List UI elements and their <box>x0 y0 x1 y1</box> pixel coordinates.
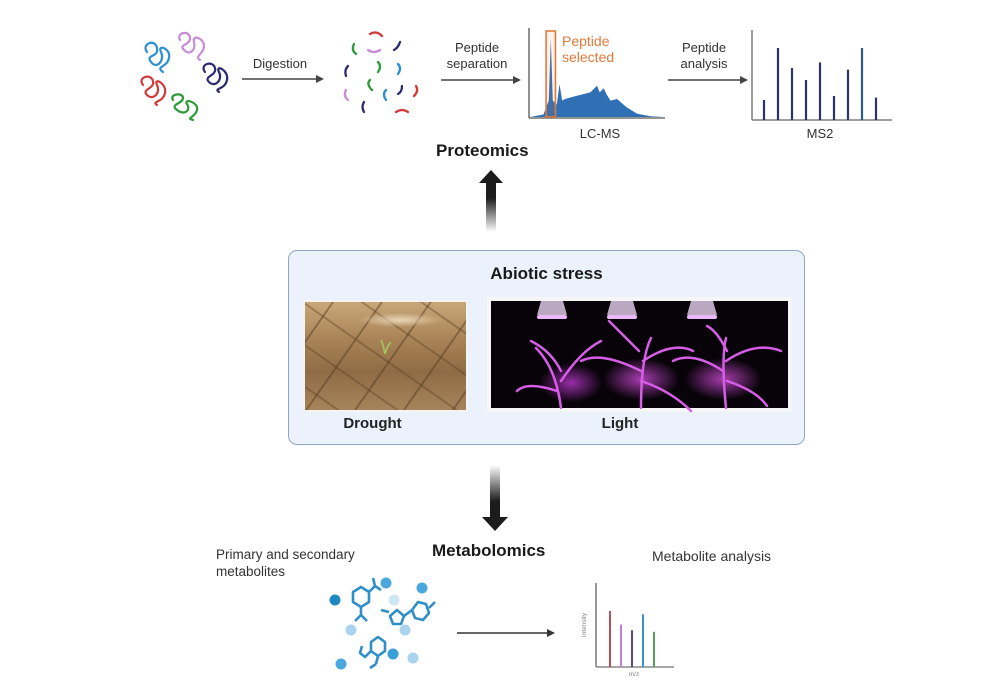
metabolomics-title: Metabolomics <box>432 541 546 560</box>
lcms-label: LC-MS <box>579 126 621 141</box>
metabolite-dot <box>335 658 347 670</box>
ms2-spectrum <box>751 30 892 121</box>
grow-lamp-icon <box>687 301 717 315</box>
peptide-selected-label: Peptide selected <box>562 33 614 65</box>
peptide-selection-box <box>545 30 557 118</box>
metabolite-dot <box>416 582 428 594</box>
protein-tangles-illustration <box>140 31 229 122</box>
metabolite-analysis-arrow <box>457 629 555 637</box>
digestion-label: Digestion <box>252 56 308 71</box>
metabolite-dot <box>407 652 419 664</box>
peptide-separation-arrow <box>441 76 521 84</box>
molecule-ring <box>380 600 436 626</box>
peptide-selected-line2: selected <box>562 49 615 65</box>
ms2-label: MS2 <box>806 126 834 141</box>
molecule-ring <box>358 635 387 670</box>
protein-pink <box>178 31 206 62</box>
metab-xlabel: m/z <box>629 671 639 678</box>
metabolite-dot <box>329 594 341 606</box>
lcms-area <box>530 39 664 117</box>
metabolite-dot <box>387 648 399 660</box>
protein-blue <box>144 41 171 74</box>
metabolite-analysis-label: Metabolite analysis <box>652 548 772 564</box>
metabolite-molecules-illustration <box>329 577 436 670</box>
protein-red <box>140 75 167 107</box>
peptide-separation-label-line2: separation <box>446 56 508 71</box>
light-image <box>487 297 792 413</box>
peptide-analysis-arrow <box>668 76 748 84</box>
seedling-icon <box>380 339 392 355</box>
plants <box>515 319 783 413</box>
protein-navy <box>202 62 229 94</box>
up-arrow-to-proteomics <box>479 170 503 232</box>
metabolite-dot <box>399 624 411 636</box>
down-arrow-to-metabolomics <box>482 465 508 531</box>
peptide-analysis-label-line1: Peptide <box>681 40 727 55</box>
grow-lamps <box>537 301 717 315</box>
peptide-fragments-illustration <box>343 31 419 114</box>
protein-green <box>171 93 199 122</box>
metabolites-label-line2: metabolites <box>216 564 286 579</box>
digestion-arrow <box>242 75 324 83</box>
peptide-analysis-label: Peptide analysis <box>668 40 740 72</box>
abiotic-stress-title: Abiotic stress <box>490 264 603 283</box>
metabolite-dot <box>388 594 400 606</box>
metabolite-dot <box>380 577 392 589</box>
peptide-analysis-label-line2: analysis <box>680 56 728 71</box>
molecule-ring <box>351 577 382 622</box>
lcms-chromatogram <box>528 28 665 119</box>
metabolites-label: Primary and secondary metabolites <box>216 546 355 580</box>
metabolite-dot <box>345 624 357 636</box>
metab-ylabel: Intensity <box>581 612 588 637</box>
metabolite-spectrum: Intensity m/z <box>581 583 674 678</box>
drought-image <box>303 300 468 412</box>
drought-label: Drought <box>343 415 402 432</box>
light-label: Light <box>601 415 639 432</box>
peptide-separation-label-line1: Peptide <box>454 40 500 55</box>
proteomics-title: Proteomics <box>436 141 529 160</box>
metabolites-label-line1: Primary and secondary <box>216 547 355 562</box>
peptide-selected-line1: Peptide <box>562 33 610 49</box>
grow-lamp-icon <box>537 301 567 315</box>
peptide-separation-label: Peptide separation <box>436 40 518 72</box>
grow-lamp-icon <box>607 301 637 315</box>
